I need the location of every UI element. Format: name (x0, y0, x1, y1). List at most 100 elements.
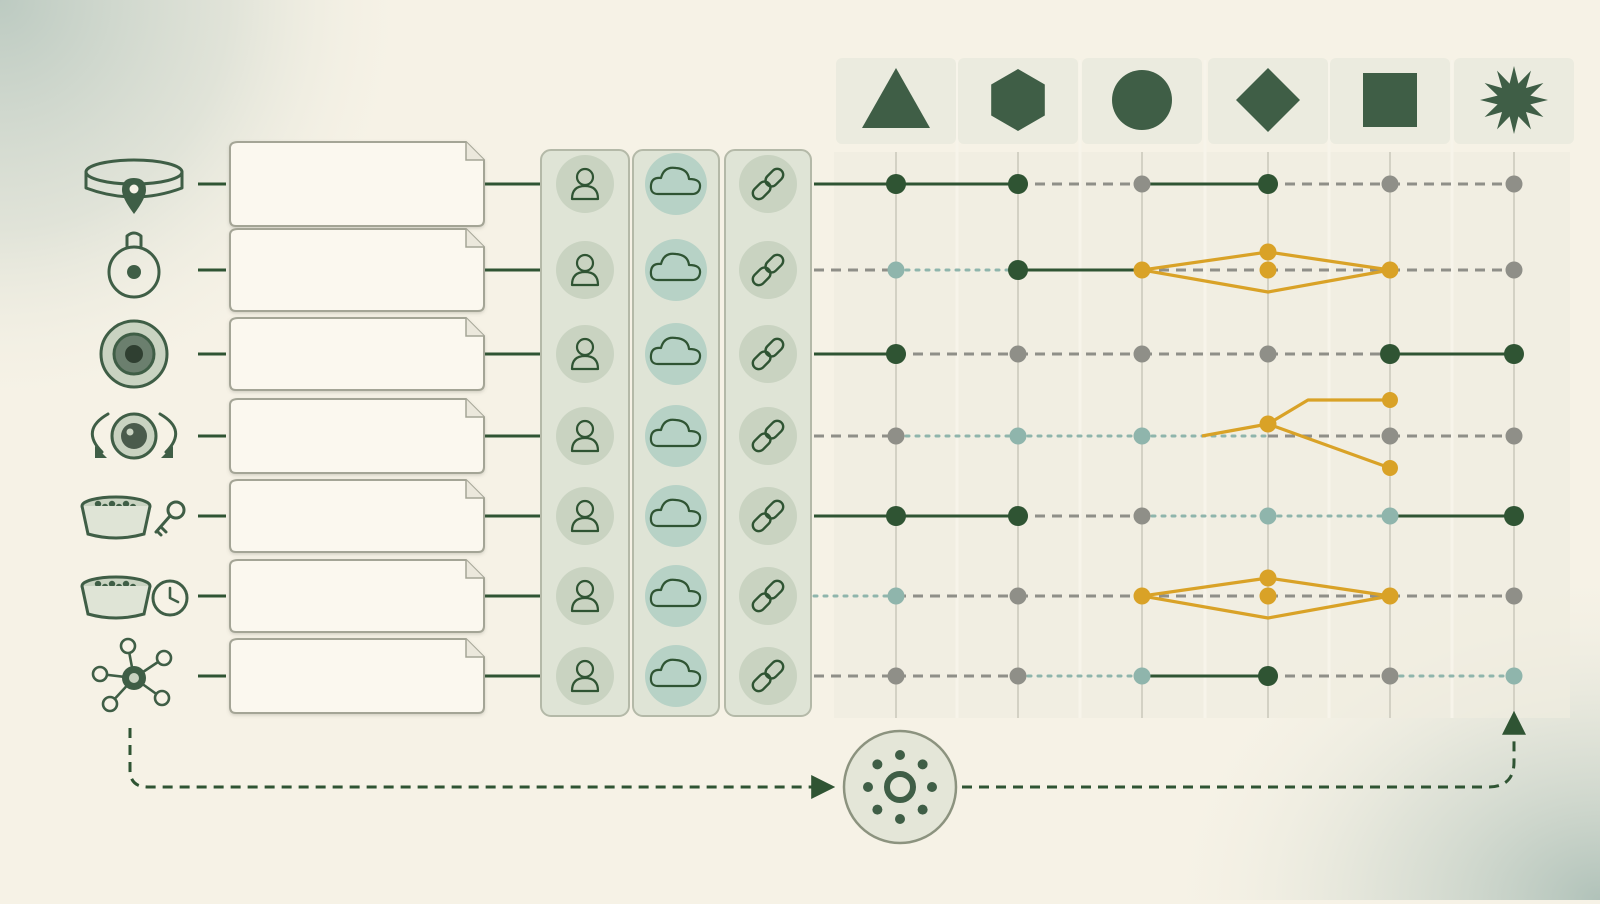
hub-dot (895, 750, 905, 760)
link-cell-5[interactable] (739, 487, 797, 545)
timeline-node-gray (1505, 175, 1523, 193)
hub-dot (917, 804, 928, 815)
link-icon-right (764, 659, 785, 680)
flow-arrow-to-hub (128, 728, 836, 799)
timeline-node-dark (1504, 344, 1524, 364)
hub-node (153, 689, 171, 707)
grid-background (834, 60, 1570, 718)
user-cell-5[interactable] (556, 487, 614, 545)
link-icon (751, 253, 785, 287)
rotate-arrow-right (158, 412, 177, 454)
timeline-node-gray (887, 667, 905, 685)
timeline-row-1 (814, 174, 1523, 194)
label-card-1[interactable] (229, 141, 485, 227)
timeline-node-gray (1133, 507, 1151, 525)
label-card-7[interactable] (229, 638, 485, 714)
user-icon-body (570, 516, 600, 533)
cloud-cell-6[interactable] (645, 565, 707, 627)
timeline-node-dark (1008, 174, 1028, 194)
timeline-node-teal (1133, 667, 1151, 685)
service-column-2 (632, 149, 720, 717)
label-card-fold (465, 480, 484, 499)
service-cell-bg (645, 405, 707, 467)
label-card-fold (465, 229, 484, 248)
label-card-5[interactable] (229, 479, 485, 553)
timeline-node-gray (1381, 667, 1399, 685)
cloud-cell-2[interactable] (645, 239, 707, 301)
hub-ring (884, 771, 916, 803)
user-cell-2[interactable] (556, 241, 614, 299)
food-bowl-key-icon (80, 495, 186, 540)
food-bowl-clock-icon (80, 575, 189, 620)
link-icon-left (751, 266, 772, 287)
user-cell-4[interactable] (556, 407, 614, 465)
link-cell-1[interactable] (739, 155, 797, 213)
timeline-node-teal (1505, 667, 1523, 685)
fork-inbound-path (1201, 422, 1269, 438)
bowl-body (80, 505, 152, 540)
link-icon-right (764, 499, 785, 520)
link-icon (751, 499, 785, 533)
rotate-arrow-left (91, 412, 110, 454)
camera-lens-icon (99, 319, 169, 389)
circle-icon (1112, 70, 1172, 130)
timeline-node-gray (1381, 427, 1399, 445)
timeline-node-gray (1133, 175, 1151, 193)
hub-dot (895, 814, 905, 824)
bowl-food (108, 580, 116, 588)
timeline-node-gray (1505, 587, 1523, 605)
link-icon (751, 579, 785, 613)
user-cell-1[interactable] (556, 155, 614, 213)
cloud-icon (649, 336, 702, 366)
cloud-cell-7[interactable] (645, 645, 707, 707)
timeline-node-dark (886, 344, 906, 364)
user-cell-3[interactable] (556, 325, 614, 383)
timeline-node-teal (1009, 427, 1027, 445)
cloud-icon-outline (649, 166, 702, 196)
cloud-cell-3[interactable] (645, 323, 707, 385)
cloud-icon (649, 498, 702, 528)
header-cell-5 (1330, 58, 1450, 144)
label-card-3[interactable] (229, 317, 485, 391)
cloud-cell-5[interactable] (645, 485, 707, 547)
user-icon-body (570, 184, 600, 201)
cloud-cell-4[interactable] (645, 405, 707, 467)
user-cell-7[interactable] (556, 647, 614, 705)
link-cell-4[interactable] (739, 407, 797, 465)
row-connectors (198, 182, 540, 678)
service-cell-bg (645, 485, 707, 547)
label-card-fold (465, 142, 484, 161)
label-card-2[interactable] (229, 228, 485, 312)
link-cell-2[interactable] (739, 241, 797, 299)
link-cell-3[interactable] (739, 325, 797, 383)
link-icon-left (751, 592, 772, 613)
link-icon-right (764, 167, 785, 188)
branch-node-upper (1259, 243, 1277, 261)
rotate-arrowhead-right (161, 446, 173, 458)
link-cell-6[interactable] (739, 567, 797, 625)
label-card-4[interactable] (229, 398, 485, 474)
label-card-body (229, 479, 485, 553)
user-icon (570, 167, 600, 201)
label-card-body (229, 228, 485, 312)
user-cell-6[interactable] (556, 567, 614, 625)
timeline-row-2 (814, 243, 1523, 294)
bottom-flow (128, 710, 1526, 845)
header-cell-6 (1454, 58, 1574, 144)
flow-arrow-to-grid (962, 710, 1526, 789)
cloud-icon-outline (649, 498, 702, 528)
bowl-food (108, 500, 116, 508)
user-icon (570, 499, 600, 533)
label-card-6[interactable] (229, 559, 485, 633)
timeline-node-gray (1381, 175, 1399, 193)
link-cell-7[interactable] (739, 647, 797, 705)
timeline-node-gray (887, 427, 905, 445)
hub-dot (872, 804, 883, 815)
sensor-hub-icon[interactable] (842, 729, 958, 845)
cloud-cell-1[interactable] (645, 153, 707, 215)
hub-dot (917, 759, 928, 770)
fork-lower-path (1267, 422, 1391, 470)
timeline-node-gray (1259, 345, 1277, 363)
tag-pendant-icon (107, 231, 161, 299)
